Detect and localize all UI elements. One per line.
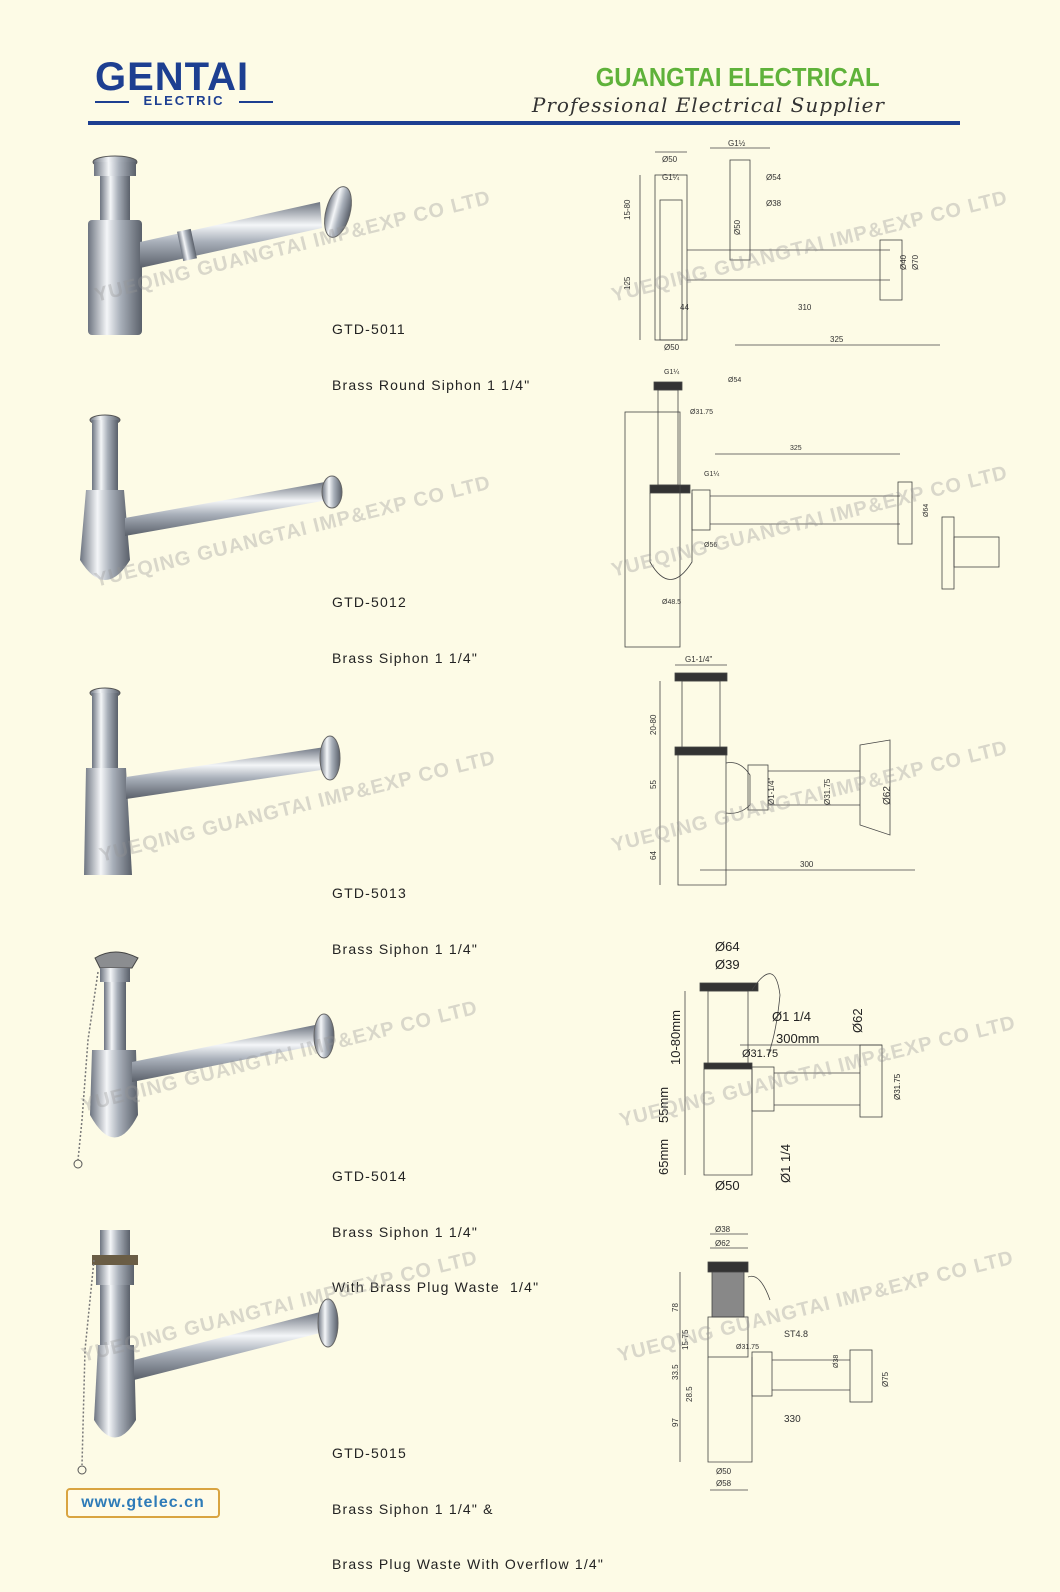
- dim-label: 330: [784, 1414, 801, 1425]
- product-photo-gtd-5015: [77, 1230, 339, 1475]
- brand-title: GUANGTAI ELECTRICAL: [596, 62, 880, 92]
- product-photo-gtd-5012: [80, 414, 343, 580]
- dim-label: G1¼: [662, 173, 680, 182]
- product-photo-gtd-5013: [84, 687, 341, 875]
- product-description-extra: With Brass Plug Waste 1/4": [332, 1279, 540, 1295]
- dim-label: 65mm: [656, 1139, 671, 1175]
- dim-label: 20-80: [649, 714, 658, 735]
- dim-label: G1½: [728, 140, 746, 148]
- dim-label: Ø31.75: [893, 1073, 902, 1100]
- dim-label: 15-80: [623, 199, 632, 220]
- dim-label: Ø31.75: [823, 778, 832, 805]
- dim-label: Ø50: [715, 1178, 740, 1193]
- dim-label: 10-80mm: [668, 1010, 683, 1065]
- product-code: GTD-5015: [332, 1445, 407, 1461]
- product-label-gtd-5011: GTD-5011 Brass Round Siphon 1 1/4": [332, 283, 530, 413]
- dim-label: 97: [671, 1418, 680, 1427]
- product-code: GTD-5012: [332, 594, 407, 610]
- dim-label: G1¼: [664, 369, 679, 376]
- dim-label: 15-75: [681, 1329, 690, 1350]
- product-code: GTD-5013: [332, 885, 407, 901]
- dim-label: Ø58: [716, 1479, 732, 1488]
- dim-label: Ø48.5: [662, 599, 681, 606]
- dim-label: Ø54: [728, 377, 741, 384]
- dim-label: 125: [623, 276, 632, 290]
- dim-label: Ø38: [715, 1225, 731, 1234]
- product-description: Brass Siphon 1 1/4": [332, 649, 479, 666]
- dim-label: Ø1-1/4": [767, 778, 776, 805]
- header-divider: [88, 121, 960, 125]
- brand-tagline: Professional Electrical Supplier: [531, 93, 885, 117]
- product-label-gtd-5012: GTD-5012 Brass Siphon 1 1/4": [332, 556, 478, 686]
- dim-label: Ø54: [766, 173, 782, 182]
- dim-label: Ø1 1/4: [778, 1144, 793, 1183]
- logo-rule-left: [95, 101, 129, 103]
- product-code: GTD-5014: [332, 1168, 407, 1184]
- product-description: Brass Round Siphon 1 1/4": [332, 376, 531, 393]
- product-code: GTD-5011: [332, 321, 406, 337]
- dim-label: 33.5: [671, 1364, 680, 1380]
- logo-rule-right: [239, 101, 273, 103]
- product-description: Brass Siphon 1 1/4" &: [332, 1500, 494, 1517]
- logo-wordmark: GENTAI: [95, 55, 250, 99]
- dim-label: Ø40: [899, 254, 908, 270]
- website-link[interactable]: www.gtelec.cn: [66, 1488, 220, 1518]
- technical-drawing-gtd-5011: Ø50 G1¼ G1½ Ø54 Ø38 15-80 125 Ø50 44 310…: [623, 140, 940, 352]
- product-photo-gtd-5014: [73, 951, 335, 1169]
- dim-label: Ø50: [662, 155, 678, 164]
- dim-label: Ø31.75: [736, 1344, 759, 1351]
- dim-label: 310: [798, 303, 812, 312]
- technical-drawing-gtd-5012: G1¼ Ø54 Ø31.75 325 G1¼ Ø64 Ø56 Ø48.5: [624, 369, 1000, 648]
- dim-label: Ø39: [715, 957, 740, 972]
- dim-label: 64: [649, 851, 658, 860]
- dim-label: G1-1/4": [685, 655, 712, 664]
- dim-label: 55: [649, 780, 658, 789]
- product-photo-gtd-5011: [88, 155, 352, 335]
- dim-label: Ø62: [882, 786, 893, 805]
- company-logo: GENTAI ELECTRIC: [95, 55, 285, 115]
- dim-label: Ø38: [833, 1355, 840, 1368]
- product-description-extra: Brass Plug Waste With Overflow 1/4": [332, 1556, 605, 1572]
- dim-label: G1¼: [704, 471, 719, 478]
- dim-label: 325: [830, 335, 844, 344]
- dim-label: Ø31.75: [690, 409, 713, 416]
- dim-label: 300mm: [776, 1031, 819, 1046]
- dim-label: Ø56: [704, 542, 717, 549]
- product-label-gtd-5013: GTD-5013 Brass Siphon 1 1/4": [332, 847, 478, 977]
- technical-drawing-gtd-5014: Ø64 Ø39 Ø1 1/4 Ø62 300mm Ø31.75 10-80mm …: [656, 939, 902, 1193]
- dim-label: 325: [790, 445, 802, 452]
- dim-label: Ø50: [664, 343, 680, 352]
- dim-label: 78: [671, 1303, 680, 1312]
- dim-label: ST4.8: [784, 1329, 808, 1339]
- technical-drawing-gtd-5015: Ø38 Ø62 78 ST4.8 Ø31.75 Ø38 33.5 15-75 2…: [671, 1225, 890, 1491]
- technical-drawing-gtd-5013: G1-1/4" 20-80 55 64 300 Ø1-1/4" Ø31.75 Ø…: [649, 655, 915, 886]
- dim-label: Ø38: [766, 199, 782, 208]
- product-description: Brass Siphon 1 1/4": [332, 1223, 479, 1240]
- dim-label: Ø62: [715, 1239, 731, 1248]
- dim-label: Ø50: [733, 219, 742, 235]
- dim-label: Ø70: [911, 254, 920, 270]
- dim-label: Ø75: [881, 1371, 890, 1387]
- dim-label: Ø64: [715, 939, 740, 954]
- product-label-gtd-5014: GTD-5014 Brass Siphon 1 1/4" With Brass …: [332, 1130, 539, 1315]
- dim-label: 44: [680, 303, 689, 312]
- dim-label: Ø64: [923, 504, 930, 517]
- product-description: Brass Siphon 1 1/4": [332, 940, 479, 957]
- dim-label: 28.5: [685, 1386, 694, 1402]
- dim-label: Ø31.75: [742, 1048, 778, 1060]
- dim-label: 55mm: [656, 1087, 671, 1123]
- dim-label: Ø50: [716, 1467, 732, 1476]
- dim-label: 300: [800, 860, 814, 869]
- logo-subtitle: ELECTRIC: [143, 93, 225, 108]
- product-label-gtd-5015: GTD-5015 Brass Siphon 1 1/4" & Brass Plu…: [332, 1407, 604, 1592]
- dim-label: Ø1 1/4: [772, 1009, 811, 1024]
- dim-label: Ø62: [850, 1008, 865, 1033]
